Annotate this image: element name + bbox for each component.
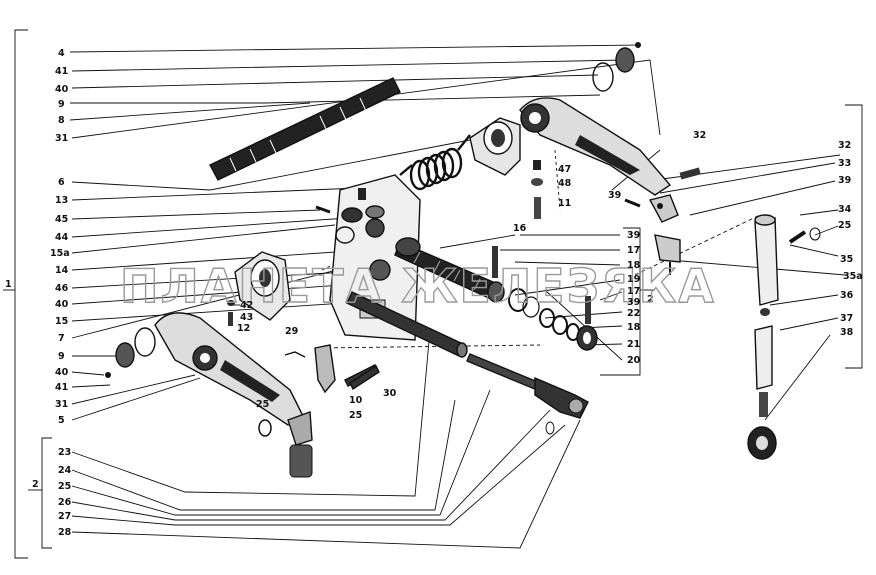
circlip-upper (592, 42, 641, 92)
torsion-spring (399, 134, 471, 191)
bolt-30 (349, 364, 380, 391)
label-44: 44 (55, 232, 69, 243)
left-leader-lines (69, 44, 661, 421)
lower-lever-arm (154, 312, 307, 426)
label-43: 43 (240, 312, 253, 323)
label-36: 36 (840, 290, 854, 301)
label-10: 10 (349, 395, 363, 406)
label-27: 27 (58, 511, 71, 522)
label-35: 35 (840, 254, 853, 265)
bearing-bracket-left (234, 251, 291, 321)
label-47: 47 (558, 164, 571, 175)
label-17b: 17 (627, 286, 640, 297)
bushing-21 (576, 296, 598, 351)
cylinder-34 (754, 214, 821, 306)
label-40: 40 (55, 84, 69, 95)
right-bracket (845, 104, 863, 369)
label-25: 25 (256, 399, 269, 410)
circlip-lower (105, 327, 156, 378)
label-34: 34 (838, 204, 852, 215)
label-13: 13 (55, 195, 68, 206)
lower-leader-lines (71, 329, 581, 549)
label-20: 20 (627, 355, 641, 366)
piston-37 (747, 308, 777, 460)
label-16: 16 (513, 223, 527, 234)
label-25c: 25 (838, 220, 851, 231)
label-39: 39 (627, 230, 640, 241)
label-40b: 40 (55, 299, 69, 310)
label-37: 37 (840, 313, 853, 324)
label-18: 18 (627, 260, 641, 271)
label-40c: 40 (55, 367, 69, 378)
label-14: 14 (55, 265, 69, 276)
small-lever-29 (284, 344, 379, 394)
label-26: 26 (58, 497, 72, 508)
label-33: 33 (838, 158, 851, 169)
label-18b: 18 (627, 322, 641, 333)
left-labels: 4 41 40 9 8 31 6 13 45 44 15а 14 46 40 1… (50, 48, 70, 426)
label-45: 45 (55, 214, 68, 225)
label-19: 19 (627, 274, 640, 285)
watermark-text: ПЛАНЕТА ЖЕЛЕЗЯКА (120, 259, 716, 313)
label-48: 48 (558, 178, 572, 189)
group-2-inner-label: 2 (647, 294, 654, 305)
label-39d: 39 (838, 175, 851, 186)
label-25b: 25 (349, 410, 362, 421)
label-12: 12 (237, 323, 250, 334)
label-15a: 15а (50, 248, 70, 259)
roller-lower (258, 411, 313, 478)
label-28: 28 (58, 527, 72, 538)
label-6: 6 (58, 177, 65, 188)
bushing-set (315, 188, 385, 244)
label-21: 21 (627, 339, 640, 350)
label-32b: 32 (838, 140, 851, 151)
tie-rod-lower (466, 353, 589, 435)
label-41b: 41 (55, 382, 68, 393)
label-7: 7 (58, 333, 65, 344)
upper-lever-arm (519, 97, 672, 196)
center-labels: 47 48 11 16 39 17 18 19 17 39 22 18 21 2… (237, 164, 641, 421)
label-25: 25 (58, 481, 71, 492)
label-8: 8 (58, 115, 65, 126)
label-5: 5 (58, 415, 65, 426)
label-46: 46 (55, 283, 69, 294)
bolt-washer-set (531, 160, 543, 219)
label-39b: 39 (627, 297, 640, 308)
label-31: 31 (55, 133, 68, 144)
label-4: 4 (58, 48, 65, 59)
label-35a: 35а (843, 271, 863, 282)
label-29: 29 (285, 326, 298, 337)
right-labels: 32 39 32 33 39 34 25 35 35а 36 37 38 (608, 130, 863, 338)
center-bracket: 2 (600, 227, 655, 376)
label-41: 41 (55, 66, 68, 77)
fork-33 (624, 167, 701, 275)
label-31b: 31 (55, 399, 68, 410)
label-24: 24 (58, 465, 72, 476)
label-9b: 9 (58, 351, 65, 362)
label-9: 9 (58, 99, 65, 110)
lower-left-labels: 23 24 25 26 27 28 (58, 447, 72, 538)
label-23: 23 (58, 447, 71, 458)
label-22: 22 (627, 308, 640, 319)
group-2-bracket: 2 (28, 437, 52, 549)
splined-shaft-upper (209, 77, 401, 181)
label-30: 30 (383, 388, 397, 399)
splined-hub (394, 237, 505, 303)
bearing-bracket-upper (469, 117, 521, 176)
pin-16 (492, 246, 498, 278)
washer-stack (508, 288, 580, 341)
label-17: 17 (627, 245, 640, 256)
group-2-label: 2 (32, 479, 39, 490)
group-1-bracket: 1 (3, 29, 28, 559)
label-32: 32 (693, 130, 706, 141)
group-1-label: 1 (5, 279, 12, 290)
shaft-lower (346, 291, 468, 358)
label-38: 38 (840, 327, 854, 338)
label-11: 11 (558, 198, 571, 209)
label-42: 42 (240, 300, 253, 311)
label-39c: 39 (608, 190, 621, 201)
label-15: 15 (55, 316, 68, 327)
bolt-42 (227, 300, 235, 326)
